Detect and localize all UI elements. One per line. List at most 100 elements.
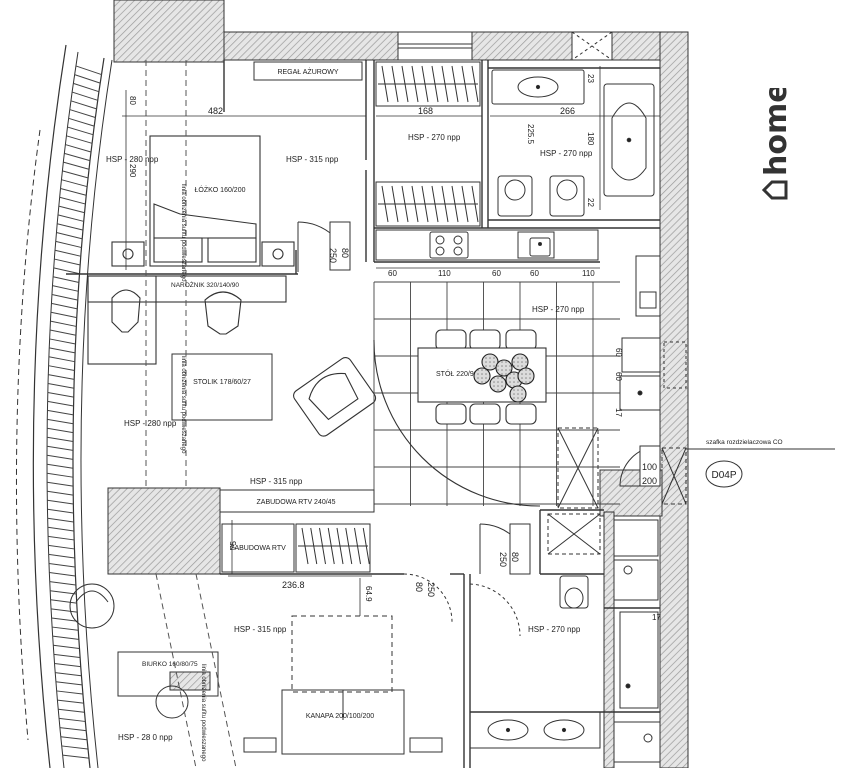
mullion-tick bbox=[55, 672, 82, 677]
mullion-tick bbox=[75, 65, 103, 76]
mullion-tick bbox=[73, 82, 100, 93]
mullion-tick bbox=[64, 152, 91, 162]
mullion-tick bbox=[47, 427, 74, 434]
mullion-tick bbox=[47, 508, 74, 514]
dim-17: 17 bbox=[614, 408, 623, 417]
top-windows bbox=[397, 31, 613, 61]
dim-23: 23 bbox=[586, 74, 595, 83]
mullion-tick bbox=[49, 581, 76, 586]
mullion-tick bbox=[70, 100, 98, 110]
mullion-tick bbox=[57, 699, 84, 704]
dim-110-a: 110 bbox=[438, 269, 451, 278]
mullion-tick bbox=[49, 572, 76, 577]
mullion-tick bbox=[56, 232, 83, 240]
bedroom-door bbox=[297, 221, 351, 272]
facade-mullions bbox=[46, 65, 103, 759]
bed: ŁÓŻKO 160/200 bbox=[111, 135, 295, 267]
mullion-tick bbox=[46, 463, 74, 469]
mullion-tick bbox=[46, 454, 74, 460]
mullion-tick bbox=[51, 294, 79, 301]
ceiling-note-1: linia obniżenia sufitu podwieszanego bbox=[180, 184, 186, 282]
entrance-door bbox=[619, 445, 835, 488]
mullion-tick bbox=[67, 126, 94, 136]
mullion-tick bbox=[46, 436, 74, 442]
mullion-tick bbox=[60, 187, 87, 196]
wardrobe-upper bbox=[375, 61, 481, 107]
mullion-tick bbox=[47, 400, 74, 407]
coffee-table: STOLIK 178/60/27 bbox=[171, 353, 273, 421]
mullion-tick bbox=[61, 179, 88, 188]
mullion-tick bbox=[48, 562, 76, 568]
mullion-tick bbox=[50, 311, 78, 319]
ceiling-line-notes: linia obniżenia sufitu podwieszanego lin… bbox=[180, 184, 206, 762]
mullion-tick bbox=[51, 302, 78, 310]
mullion-tick bbox=[49, 347, 76, 354]
mullion-tick bbox=[55, 681, 82, 686]
mullion-tick bbox=[69, 109, 96, 119]
hsp-kitchen: HSP - 270 npp bbox=[532, 305, 585, 314]
coffee-table-label: STOLIK 178/60/27 bbox=[193, 379, 251, 386]
mullion-tick bbox=[58, 717, 86, 722]
dim-180: 180 bbox=[586, 132, 595, 146]
hsp-study: HSP - 28 0 npp bbox=[118, 733, 173, 742]
dim-80-top: 80 bbox=[128, 96, 137, 105]
bed-label: ŁÓŻKO 160/200 bbox=[195, 185, 246, 194]
mullion-tick bbox=[53, 653, 80, 659]
ceiling-lines bbox=[145, 60, 237, 768]
armchair bbox=[293, 357, 377, 437]
hsp-living: HSP - 280 npp bbox=[124, 419, 177, 428]
dim-250-lower: 250 bbox=[426, 582, 436, 597]
mullion-tick bbox=[57, 214, 85, 222]
service-shafts bbox=[547, 427, 687, 555]
mullion-tick bbox=[48, 535, 75, 541]
mullion-tick bbox=[49, 329, 77, 336]
mullion-tick bbox=[46, 445, 74, 451]
mullion-tick bbox=[47, 383, 75, 389]
mullion-tick bbox=[53, 644, 80, 649]
dim-482: 482 bbox=[208, 106, 223, 116]
mullion-tick bbox=[46, 472, 74, 478]
open-shelf-label: REGAŁ AŻUROWY bbox=[277, 67, 338, 76]
kitchen-counter bbox=[375, 229, 599, 261]
sliding-door-arc bbox=[373, 339, 541, 507]
hsp-wardrobe: HSP - 270 npp bbox=[408, 133, 461, 142]
dim-80-bath: 80 bbox=[510, 552, 520, 562]
mullion-tick bbox=[56, 690, 83, 695]
mullion-tick bbox=[48, 365, 75, 372]
mullion-tick bbox=[47, 490, 74, 496]
dim-110-b: 110 bbox=[582, 269, 595, 278]
dim-60-c: 60 bbox=[530, 269, 539, 278]
mullion-tick bbox=[71, 91, 99, 101]
hsp-tv: HSP - 315 npp bbox=[250, 477, 303, 486]
sofa-label: KANAPA 200/100/200 bbox=[306, 713, 374, 720]
ceiling-note-3: linia obniżenia sufitu podwieszanego bbox=[200, 664, 206, 762]
desk-label: BIURKO 160/80/75 bbox=[142, 661, 198, 668]
mullion-tick bbox=[63, 161, 90, 170]
right-cabinets bbox=[619, 255, 687, 411]
dim-60-b: 60 bbox=[492, 269, 501, 278]
door-tag: D04P bbox=[711, 470, 736, 481]
dim-250-bath: 250 bbox=[498, 552, 508, 567]
dim-250-door: 250 bbox=[328, 248, 338, 263]
mullion-tick bbox=[52, 626, 79, 631]
mullion-tick bbox=[55, 240, 82, 249]
mullion-tick bbox=[52, 635, 79, 640]
mullion-tick bbox=[48, 356, 75, 363]
hsp-lower-room: HSP - 315 npp bbox=[234, 625, 287, 634]
mullion-tick bbox=[58, 205, 85, 214]
mullion-tick bbox=[54, 258, 81, 266]
mullion-tick bbox=[48, 544, 75, 550]
wardrobe-lower bbox=[375, 181, 481, 227]
mullion-tick bbox=[52, 276, 80, 284]
house-icon bbox=[761, 180, 788, 200]
mullion-tick bbox=[52, 285, 79, 292]
mullion-tick bbox=[54, 249, 82, 257]
dim-17-lower: 17 bbox=[652, 613, 661, 622]
study-area: BIURKO 160/80/75 KANAPA 200/100/200 bbox=[69, 523, 531, 755]
dining-table: STÓŁ 220/90 bbox=[417, 329, 547, 425]
hsp-bedroom: HSP - 315 npp bbox=[286, 155, 339, 164]
mullion-tick bbox=[65, 144, 92, 153]
mullion-tick bbox=[59, 727, 86, 732]
mullion-tick bbox=[68, 117, 95, 127]
